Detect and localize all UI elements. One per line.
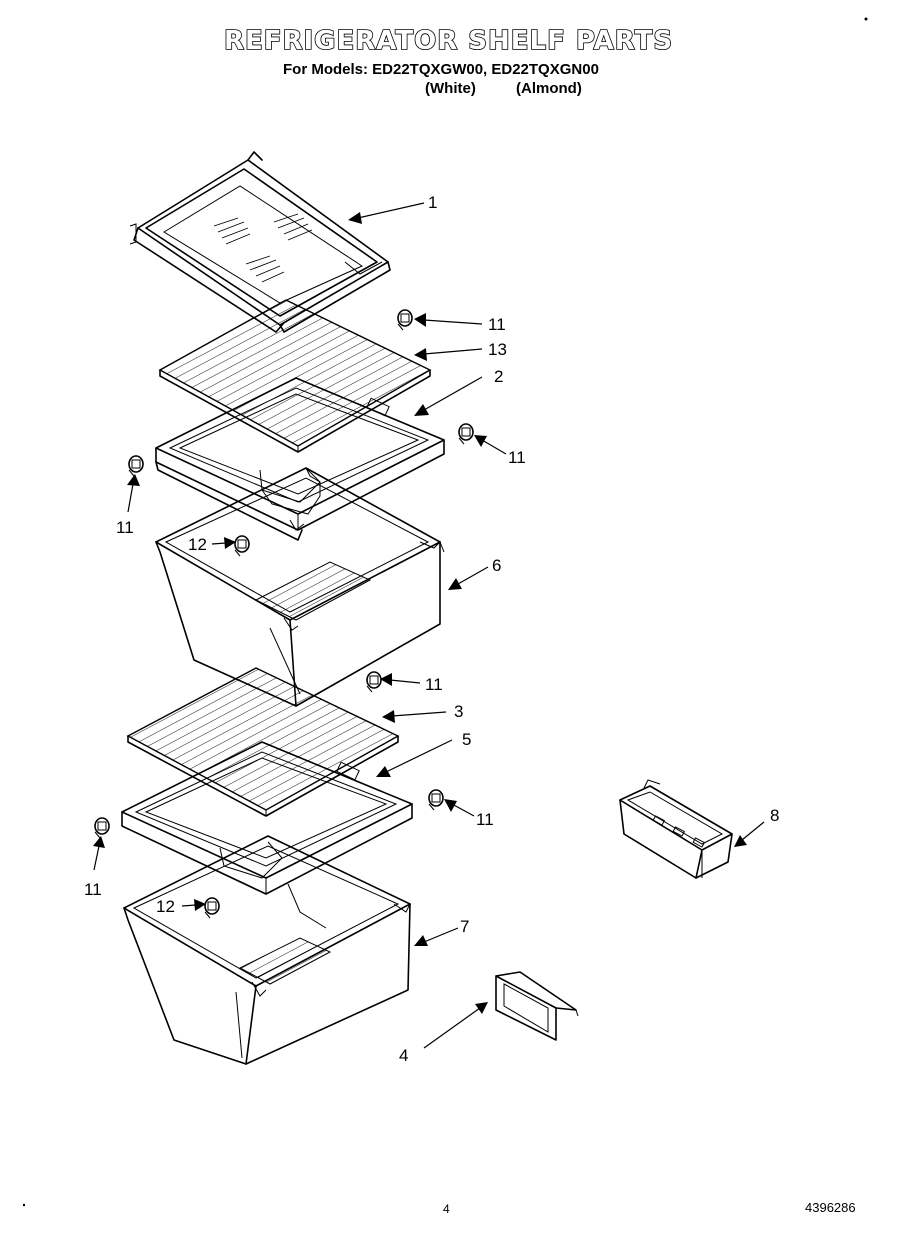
- callout-12-a: 12: [188, 535, 207, 554]
- part-8-storage-bin: [619, 779, 733, 879]
- corner-marks: [22, 17, 868, 1207]
- fastener-11-d: [366, 671, 382, 693]
- callout-12-b: 12: [156, 897, 175, 916]
- callout-13: 13: [488, 340, 507, 359]
- part-5-cover-frame: [121, 741, 413, 895]
- callout-2: 2: [494, 367, 504, 386]
- fastener-11-e: [428, 789, 444, 811]
- part-3-crisper-cover: [126, 667, 400, 817]
- callout-4: 4: [399, 1046, 409, 1065]
- fastener-11-c: [128, 455, 144, 477]
- callout-11-e: 11: [476, 810, 494, 829]
- callout-3: 3: [454, 702, 464, 721]
- callout-11-b: 11: [508, 448, 526, 467]
- callout-5: 5: [462, 730, 472, 749]
- part-2-cover-frame: [155, 377, 445, 541]
- part-13-crisper-cover: [158, 299, 432, 453]
- document-number: 4396286: [805, 1200, 856, 1215]
- callout-11-c: 11: [116, 518, 134, 537]
- callout-1: 1: [428, 193, 438, 212]
- callout-6: 6: [492, 556, 502, 575]
- fastener-12-b: [204, 897, 220, 919]
- fastener-11-b: [458, 423, 474, 445]
- part-6-crisper-drawer: [155, 467, 445, 707]
- page-title: REFRIGERATOR SHELF PARTS: [223, 25, 674, 57]
- fastener-11-f: [94, 817, 110, 839]
- callout-11-f: 11: [84, 880, 102, 899]
- fastener-12-a: [234, 535, 250, 557]
- callout-11-a: 11: [488, 315, 506, 334]
- leader-lines: [93, 202, 765, 1049]
- model-numbers: For Models: ED22TQXGW00, ED22TQXGN00: [283, 61, 599, 78]
- callout-8: 8: [770, 806, 780, 825]
- callout-11-d: 11: [425, 675, 443, 694]
- variant-almond: (Almond): [516, 80, 582, 97]
- variant-white: (White): [425, 80, 476, 97]
- part-4-bracket: [495, 971, 579, 1041]
- callout-7: 7: [460, 917, 470, 936]
- part-7-crisper-drawer: [123, 835, 411, 1065]
- page-number: 4: [443, 1202, 450, 1216]
- part-1-glass-shelf: [129, 151, 391, 333]
- fastener-11-a: [397, 309, 413, 331]
